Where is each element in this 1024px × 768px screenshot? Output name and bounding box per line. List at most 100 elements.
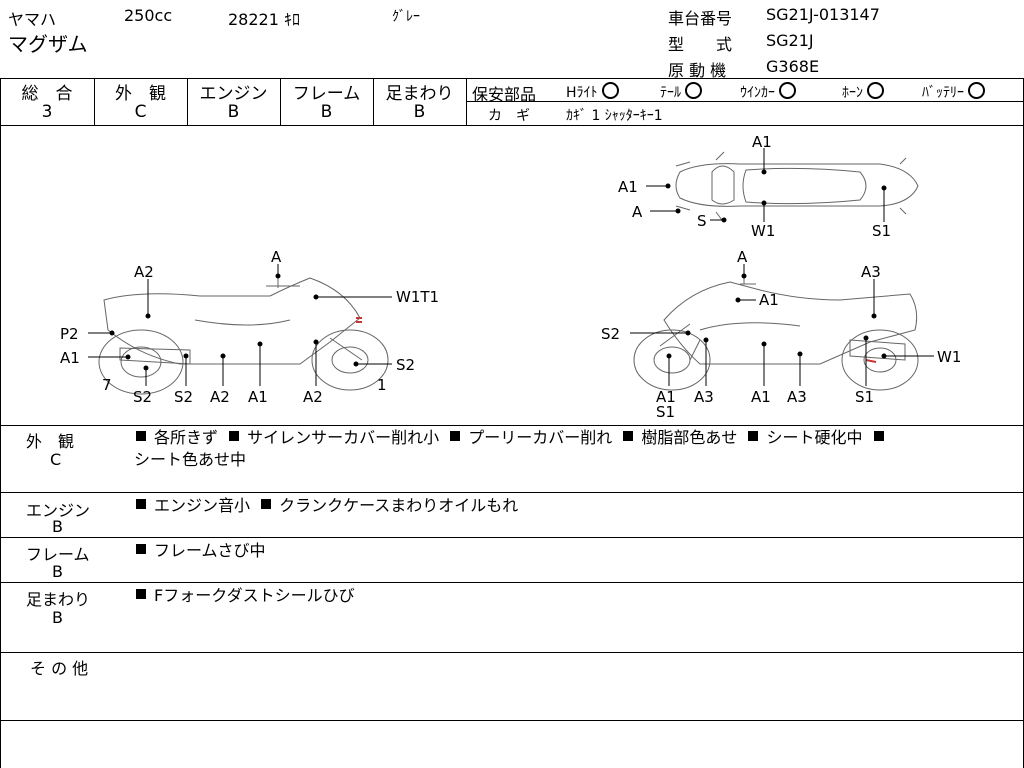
damage-label: A — [737, 248, 748, 266]
safety-item: Hﾗｲﾄ — [566, 82, 619, 102]
defect-line: 各所きず サイレンサーカバー削れ小 プーリーカバー削れ 樹脂部色あせ シート硬化… — [136, 427, 892, 449]
damage-diagram: A1 A1 A S W1 S1 A A2 W1T1 P2 A1 S2 7 1 S… — [60, 133, 961, 421]
damage-label: W1 — [937, 348, 961, 366]
divider — [0, 652, 1024, 653]
defect-line: エンジン音小 クランクケースまわりオイルもれ — [136, 495, 518, 517]
divider — [0, 537, 1024, 538]
damage-label: P2 — [60, 325, 79, 343]
damage-label: S1 — [872, 222, 891, 240]
section-label: 外 観 — [26, 432, 75, 451]
grade-value: B — [320, 102, 333, 122]
divider — [466, 101, 1024, 102]
safety-label: 保安部品 — [472, 85, 537, 104]
bullet-square-icon — [136, 431, 146, 441]
damage-label: 7 — [102, 376, 112, 394]
safety-item: ﾃｰﾙ — [660, 82, 702, 102]
bullet-square-icon — [136, 589, 146, 599]
model-name: マグザム — [8, 32, 88, 56]
grade-value: B — [227, 102, 240, 122]
maker-name: ヤマハ — [8, 10, 57, 29]
damage-label: A1 — [751, 388, 771, 406]
divider — [187, 78, 188, 125]
damage-label: A2 — [303, 388, 323, 406]
damage-label: S — [697, 212, 707, 230]
bullet-square-icon — [136, 544, 146, 554]
divider — [94, 78, 95, 125]
safety-item: ｳｲﾝｶｰ — [740, 82, 796, 102]
damage-label: A1 — [752, 133, 772, 151]
grade-value: B — [413, 102, 426, 122]
damage-label: W1T1 — [396, 288, 439, 306]
key-label: カ ギ — [488, 108, 530, 124]
damage-label: A1 — [60, 349, 80, 367]
check-circle-icon — [968, 82, 985, 99]
damage-label: A3 — [861, 263, 881, 281]
grade-value: C — [134, 102, 147, 122]
bike-top-view — [675, 151, 919, 221]
defect-item: シート硬化中 — [766, 428, 863, 447]
key-value: ｶｷﾞ 1 ｼｬｯﾀｰｷｰ1 — [566, 108, 663, 124]
bike-left-view — [98, 264, 389, 395]
grade-label: 足まわり — [385, 84, 454, 104]
divider — [0, 582, 1024, 583]
defect-item: エンジン音小 — [154, 496, 251, 515]
divider — [280, 78, 281, 125]
defect-item: プーリーカバー削れ — [468, 428, 613, 447]
damage-label: S1 — [855, 388, 874, 406]
damage-label: A1 — [656, 388, 676, 406]
damage-label: S2 — [174, 388, 193, 406]
bike-right-view — [633, 264, 919, 391]
bullet-square-icon — [748, 431, 759, 441]
divider — [373, 78, 374, 125]
section-grade: B — [52, 562, 63, 581]
section-label: エンジン — [26, 501, 91, 520]
damage-label: A — [632, 203, 643, 221]
chassis-value: SG21J-013147 — [766, 5, 880, 24]
bullet-square-icon — [873, 431, 884, 441]
bullet-square-icon — [623, 431, 634, 441]
check-circle-icon — [779, 82, 796, 99]
defect-item: フレームさび中 — [154, 541, 266, 560]
color: ｸﾞﾚｰ — [392, 9, 420, 25]
engine-label: 原 動 機 — [668, 61, 727, 80]
defect-item: クランクケースまわりオイルもれ — [279, 496, 519, 515]
check-circle-icon — [685, 82, 702, 99]
grade-label: フレーム — [292, 84, 361, 104]
damage-label: A1 — [618, 178, 638, 196]
defect-item: 各所きず — [154, 428, 219, 447]
bullet-square-icon — [450, 431, 461, 441]
mileage: 28221 ｷﾛ — [228, 10, 300, 29]
section-label: フレーム — [26, 545, 90, 564]
type-label: 型 式 — [668, 35, 733, 54]
damage-label: A3 — [787, 388, 807, 406]
divider — [0, 78, 1024, 79]
defect-line: シート色あせ中 — [134, 449, 246, 471]
check-circle-icon — [601, 82, 619, 99]
section-grade: B — [52, 608, 63, 627]
defect-item: 樹脂部色あせ — [641, 428, 738, 447]
bullet-square-icon — [261, 499, 272, 509]
chassis-label: 車台番号 — [668, 9, 733, 28]
displacement: 250cc — [124, 6, 173, 25]
damage-label: W1 — [751, 222, 775, 240]
grade-label: エンジン — [199, 84, 268, 104]
damage-label: A — [271, 248, 282, 266]
grade-label: 外 観 — [115, 84, 166, 104]
bullet-square-icon — [229, 431, 240, 441]
divider — [0, 78, 1, 768]
divider — [0, 492, 1024, 493]
damage-label: A2 — [134, 263, 154, 281]
section-label: そ の 他 — [30, 659, 89, 678]
grade-label: 総 合 — [21, 84, 73, 104]
damage-label: S2 — [601, 325, 620, 343]
defect-item: サイレンサーカバー削れ小 — [247, 428, 440, 447]
defect-line: フレームさび中 — [136, 540, 266, 562]
damage-label: A2 — [210, 388, 230, 406]
divider — [0, 720, 1024, 721]
damage-label: A3 — [694, 388, 714, 406]
damage-label: S2 — [133, 388, 152, 406]
check-circle-icon — [867, 82, 884, 99]
divider — [466, 78, 467, 125]
section-grade: C — [50, 450, 62, 469]
safety-item: ﾎｰﾝ — [842, 82, 884, 102]
